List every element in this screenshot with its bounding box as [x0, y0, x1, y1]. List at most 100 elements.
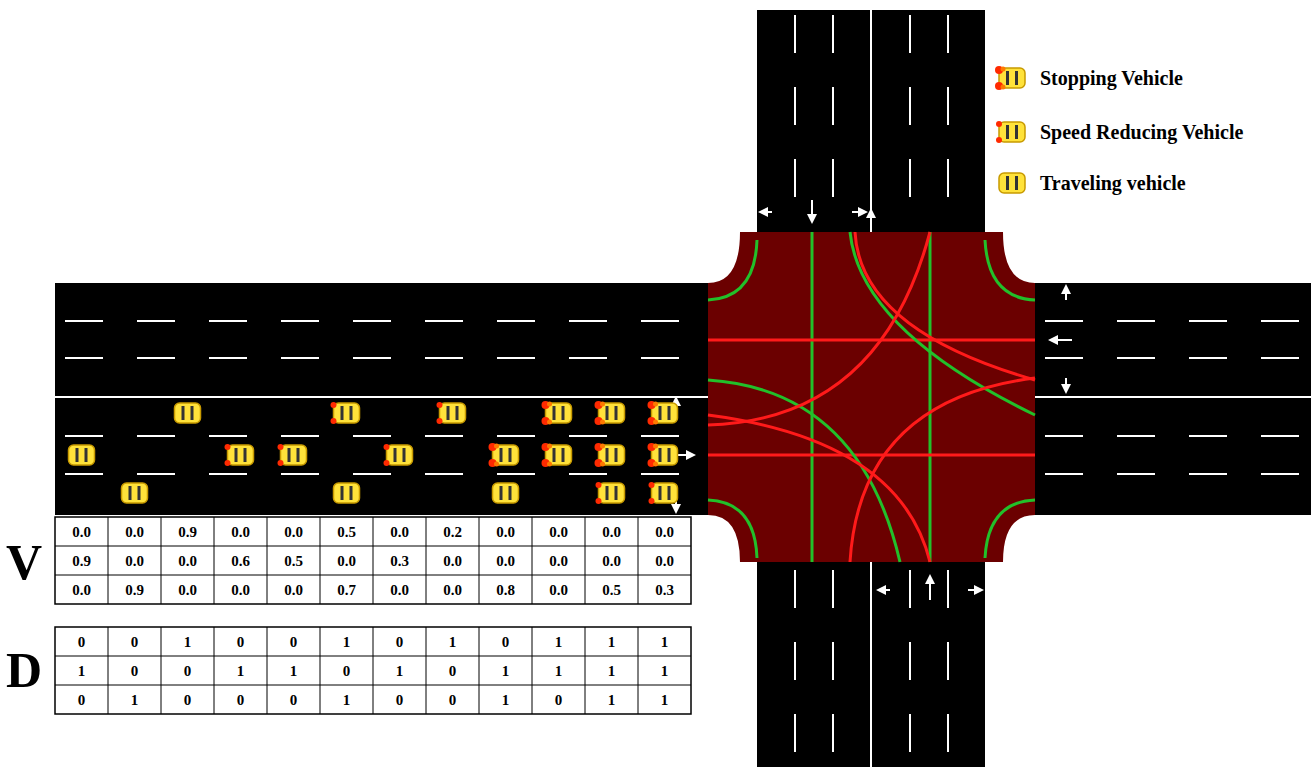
table-cell: 1 [78, 662, 86, 679]
stopping-vehicle [595, 443, 625, 467]
brake-light [278, 460, 284, 466]
movement-path [985, 500, 1035, 558]
table-rule [55, 546, 691, 547]
table-cell: 0.0 [125, 552, 144, 569]
table-rule [532, 627, 533, 714]
table-cell: 0.9 [125, 581, 144, 598]
car-window [615, 486, 618, 500]
brake-light [384, 444, 390, 450]
table-cell: 0.6 [231, 552, 250, 569]
traveling-vehicle [493, 483, 519, 503]
legend-text: Traveling vehicle [1040, 172, 1186, 195]
traveling-vehicle [175, 403, 201, 423]
table-rule [479, 627, 480, 714]
table-cell: 0.5 [284, 552, 303, 569]
table-cell: 0.0 [496, 552, 515, 569]
reducing-vehicle [649, 482, 678, 504]
car-window [668, 486, 671, 500]
table-cell: 1 [396, 662, 404, 679]
table-cell: 0.0 [390, 523, 409, 540]
car-body [440, 403, 466, 423]
table-cell: 0 [449, 691, 457, 708]
lane-dash [832, 570, 834, 767]
table-rule [585, 517, 586, 604]
center-line [55, 396, 708, 398]
stopping-vehicle [489, 443, 519, 467]
table-rule [479, 517, 480, 604]
car-body [999, 173, 1025, 193]
car-window [509, 448, 512, 462]
lane-arrow [968, 589, 982, 591]
table-rule [161, 517, 162, 604]
car-body [334, 403, 360, 423]
table-rule [214, 627, 215, 714]
lane-dash [1045, 473, 1311, 475]
table-cell: 1 [290, 662, 298, 679]
table-rule [161, 627, 162, 714]
center-line [870, 562, 872, 767]
brake-light [331, 402, 337, 408]
car-window [288, 448, 291, 462]
legend-text: Stopping Vehicle [1040, 67, 1183, 90]
table-cell: 0 [131, 633, 139, 650]
traveling-vehicle [999, 173, 1025, 193]
table-cell: 1 [502, 691, 510, 708]
movement-path [811, 232, 814, 562]
table-rule [55, 575, 691, 576]
table-border [55, 627, 691, 714]
traveling-vehicle [122, 483, 148, 503]
table-cell: 0 [396, 633, 404, 650]
table-cell: 0.0 [337, 552, 356, 569]
table-cell: 0.0 [178, 581, 197, 598]
table-cell: 0.0 [602, 552, 621, 569]
reducing-vehicle [384, 444, 413, 466]
car-window [129, 486, 132, 500]
car-window [447, 406, 450, 420]
car-window [235, 448, 238, 462]
table-cell: 0 [449, 662, 457, 679]
stopping-vehicle [648, 443, 678, 467]
car-window [350, 486, 353, 500]
car-window [1015, 125, 1018, 139]
brake-light [225, 444, 231, 450]
table-cell: 0.0 [284, 581, 303, 598]
stopping-vehicle [648, 401, 678, 425]
table-cell: 0 [396, 691, 404, 708]
car-window [191, 406, 194, 420]
car-body [281, 445, 307, 465]
car-window [606, 486, 609, 500]
table-rule [426, 627, 427, 714]
road [55, 283, 708, 515]
brake-light [653, 462, 658, 467]
table-cell: 0.9 [72, 552, 91, 569]
table-cell: 1 [237, 662, 245, 679]
reducing-vehicle [437, 402, 466, 424]
reducing-vehicle [996, 121, 1025, 143]
traveling-vehicle [334, 483, 360, 503]
table-letter: D [6, 641, 42, 699]
brake-light [494, 444, 499, 449]
lane-dash [65, 473, 700, 475]
lane-dash [909, 15, 911, 228]
car-window [1006, 71, 1009, 85]
lane-dash [1045, 435, 1311, 437]
car-body [387, 445, 413, 465]
center-line [1035, 396, 1311, 398]
brake-light [996, 121, 1002, 127]
brake-light [653, 420, 658, 425]
table-rule [532, 517, 533, 604]
car-body [599, 483, 625, 503]
table-cell: 0 [131, 662, 139, 679]
table-grid [55, 627, 691, 714]
table-cell: 1 [555, 633, 563, 650]
car-window [606, 406, 609, 420]
brake-light [600, 402, 605, 407]
table-cell: 0.0 [390, 581, 409, 598]
table-cell: 0 [343, 662, 351, 679]
reducing-vehicle [596, 482, 625, 504]
brake-light [600, 420, 605, 425]
table-grid [55, 517, 691, 604]
table-cell: 1 [661, 662, 669, 679]
